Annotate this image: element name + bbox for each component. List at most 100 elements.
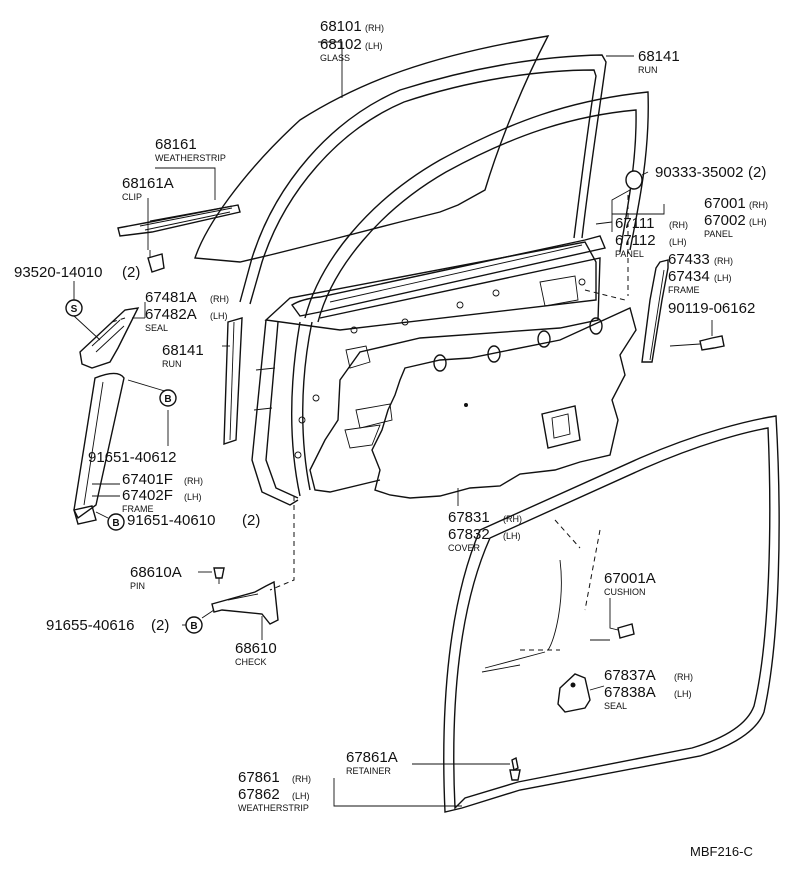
label-cap: 90333-35002 (2) xyxy=(655,164,766,181)
door-cover-drawing xyxy=(371,307,637,499)
part-suffix: (RH) xyxy=(669,220,688,230)
part-number: 68141 xyxy=(638,48,680,65)
label-frame-left: 67401F (RH) 67402F (LH) FRAME xyxy=(122,471,203,514)
retainer-drawing xyxy=(509,756,521,781)
part-suffix: (LH) xyxy=(669,237,687,247)
part-suffix: (LH) xyxy=(503,531,521,541)
pin-drawing xyxy=(213,567,225,584)
part-suffix: (RH) xyxy=(184,476,203,486)
part-number: 67862 xyxy=(238,786,280,803)
part-name: PANEL xyxy=(704,229,733,239)
part-suffix: (LH) xyxy=(210,311,228,321)
part-number: 67401F xyxy=(122,471,173,488)
label-run-mid: 68141 RUN xyxy=(162,342,204,369)
part-number: 67838A xyxy=(604,684,656,701)
part-name: RETAINER xyxy=(346,766,391,776)
label-clip: 68161A CLIP xyxy=(122,175,174,202)
label-weatherstrip-bottom: 67861 (RH) 67862 (LH) WEATHERSTRIP xyxy=(238,769,311,813)
label-weatherstrip-upper: 68161 WEATHERSTRIP xyxy=(155,136,226,163)
part-suffix: (RH) xyxy=(674,672,693,682)
part-number: 68610 xyxy=(235,640,277,657)
diagram-code: MBF216-C xyxy=(690,844,753,859)
label-cushion: 67001A CUSHION xyxy=(604,570,656,597)
part-suffix: (LH) xyxy=(365,41,383,51)
part-number: 68102 xyxy=(320,36,362,53)
part-suffix: (LH) xyxy=(184,492,202,502)
weatherstrip-large-drawing xyxy=(443,415,780,813)
part-number: 67861A xyxy=(346,749,398,766)
door-shell-drawing xyxy=(251,241,597,506)
label-seal-lower: 67837A (RH) 67838A (LH) SEAL xyxy=(604,667,693,711)
part-number: 68610A xyxy=(130,564,182,581)
part-number: 67831 xyxy=(448,509,490,526)
part-name: PIN xyxy=(130,581,145,591)
label-check: 68610 CHECK xyxy=(235,640,277,667)
marker-b-middle: B xyxy=(107,513,125,531)
part-name: GLASS xyxy=(320,53,350,63)
label-seal-upper: 67481A (RH) 67482A (LH) SEAL xyxy=(145,289,229,333)
part-number: 67111 xyxy=(615,215,655,232)
part-number: 67002 xyxy=(704,212,746,229)
part-number: 91651-40610 xyxy=(127,512,215,529)
part-suffix: (RH) xyxy=(714,256,733,266)
part-suffix: (LH) xyxy=(674,689,692,699)
part-number: 91655-40616 xyxy=(46,617,134,634)
part-number: 93520-14010 xyxy=(14,264,102,281)
part-name: PANEL xyxy=(615,249,644,259)
label-91655: 91655-40616 (2) xyxy=(46,617,169,634)
part-number: 68141 xyxy=(162,342,204,359)
part-number: 67001 xyxy=(704,195,746,212)
check-drawing xyxy=(211,580,279,625)
part-number: 67434 xyxy=(668,268,710,285)
weatherstrip-upper-drawing xyxy=(117,204,241,237)
screw-drawing xyxy=(669,335,725,351)
part-name: RUN xyxy=(638,65,658,75)
label-screw: 90119-06162 xyxy=(668,300,755,317)
part-number: 67832 xyxy=(448,526,490,543)
part-name: RUN xyxy=(162,359,182,369)
part-name: CHECK xyxy=(235,657,267,667)
label-run-top: 68141 RUN xyxy=(638,48,680,75)
label-cover: 67831 (RH) 67832 (LH) COVER xyxy=(448,509,522,553)
part-number: 68101 xyxy=(320,18,362,35)
dashed-connector-lines xyxy=(111,195,629,591)
cushion-drawing xyxy=(617,623,635,639)
part-number: 67837A xyxy=(604,667,656,684)
part-name: SEAL xyxy=(604,701,627,711)
part-name: FRAME xyxy=(122,504,154,514)
svg-text:B: B xyxy=(164,394,171,405)
label-retainer: 67861A RETAINER xyxy=(346,749,398,776)
window-run-upper-drawing xyxy=(239,54,607,305)
cap-drawing xyxy=(625,170,643,190)
part-number: 91651-40612 xyxy=(88,449,176,466)
part-number: 67402F xyxy=(122,487,173,504)
marker-s: S xyxy=(65,299,83,317)
part-suffix: (RH) xyxy=(210,294,229,304)
part-number: 67112 xyxy=(615,232,656,249)
clip-drawing xyxy=(147,250,165,273)
part-name: WEATHERSTRIP xyxy=(155,153,226,163)
part-suffix: (RH) xyxy=(292,774,311,784)
part-suffix: (LH) xyxy=(714,273,732,283)
part-number: 90119-06162 xyxy=(668,300,755,317)
svg-text:S: S xyxy=(71,304,78,315)
part-name: CLIP xyxy=(122,192,142,202)
part-number: 90333-35002 xyxy=(655,164,743,181)
marker-b-lower: B xyxy=(185,616,203,634)
seal-upper-drawing xyxy=(79,307,140,369)
part-number: 67001A xyxy=(604,570,656,587)
part-suffix: (RH) xyxy=(749,200,768,210)
part-name: WEATHERSTRIP xyxy=(238,803,309,813)
part-number: 67861 xyxy=(238,769,280,786)
window-run-mid-drawing xyxy=(223,317,243,445)
part-number: 67433 xyxy=(668,251,710,268)
part-suffix: (RH) xyxy=(503,514,522,524)
label-glass: 68101 (RH) 68102 (LH) GLASS xyxy=(320,18,384,63)
svg-text:B: B xyxy=(190,621,197,632)
part-name: SEAL xyxy=(145,323,168,333)
leader-lines xyxy=(73,41,713,807)
part-quantity: (2) xyxy=(151,617,169,634)
part-quantity: (2) xyxy=(748,164,766,181)
part-number: 67481A xyxy=(145,289,197,306)
